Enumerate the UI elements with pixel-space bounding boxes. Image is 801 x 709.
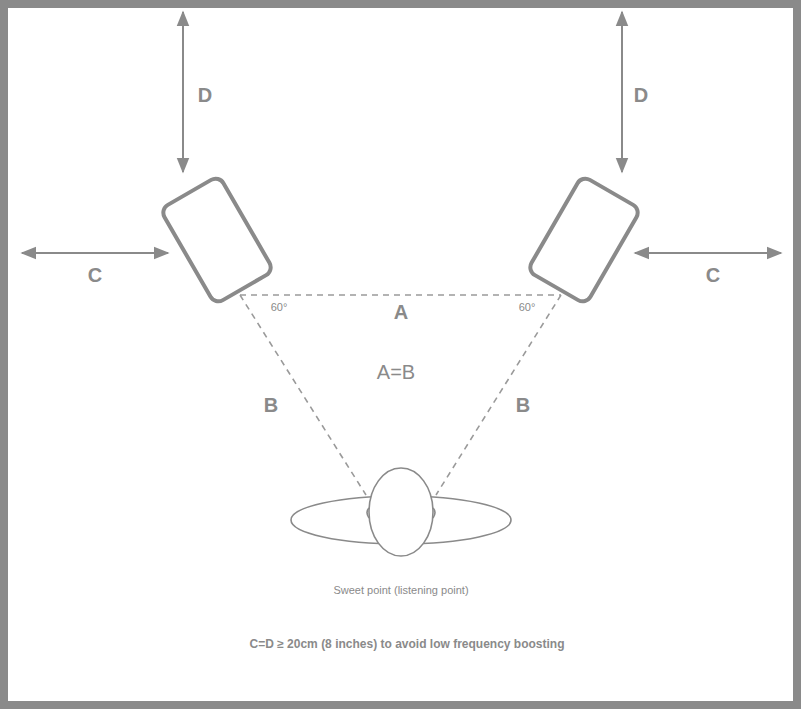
listening-point-label: Sweet point (listening point) [333, 584, 468, 596]
right-speaker [527, 175, 641, 304]
listening-triangle [240, 295, 561, 495]
distance-letter: D [198, 84, 212, 106]
angle-label: 60° [519, 301, 536, 313]
distance-letter: D [634, 84, 648, 106]
distance-arrows [22, 12, 781, 253]
angle-label: 60° [271, 301, 288, 313]
side-letter: B [516, 394, 530, 416]
side-letter: A [394, 301, 408, 323]
listener-figure [291, 468, 511, 556]
room-frame [4, 4, 797, 705]
distance-letter: C [706, 264, 720, 286]
placement-note: C=D ≥ 20cm (8 inches) to avoid low frequ… [250, 638, 565, 651]
side-letter: B [264, 394, 278, 416]
equality-note: A=B [377, 361, 415, 383]
left-speaker [160, 175, 274, 304]
distance-letter: C [88, 264, 102, 286]
